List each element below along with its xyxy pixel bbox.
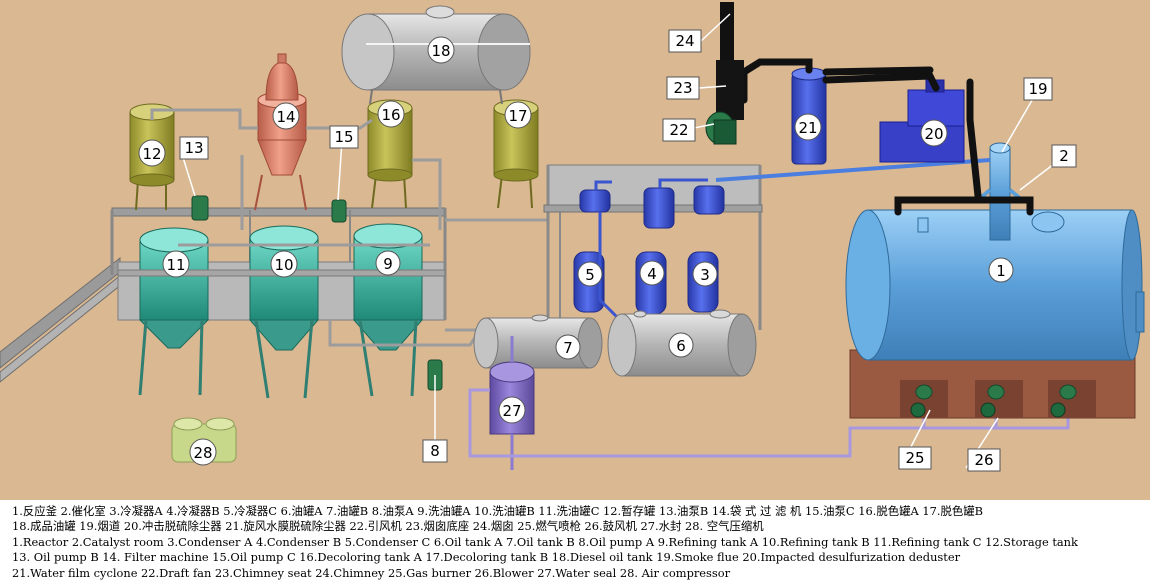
legend-en-line-3: 21.Water film cyclone 22.Draft fan 23.Ch…	[12, 566, 731, 580]
oil-tank-b	[473, 314, 603, 369]
gas-burners	[915, 384, 1077, 400]
badge-14: 14	[276, 108, 295, 126]
badge-circle-21	[794, 113, 822, 141]
badge-8: 8	[430, 442, 440, 460]
badge-24: 24	[675, 32, 694, 50]
catalyst-room	[976, 142, 1024, 241]
badge-26: 26	[974, 451, 993, 469]
legend-cn-line-2: 18.成品油罐 19.烟道 20.冲击脱硫除尘器 21.旋风水膜脱硫除尘器 22…	[12, 519, 764, 533]
badge-10: 10	[274, 256, 293, 274]
chimney	[716, 2, 744, 120]
badge-circle-17	[504, 101, 532, 129]
badge-1: 1	[996, 262, 1006, 280]
badge-6: 6	[676, 337, 686, 355]
badge-28: 28	[193, 444, 212, 462]
badge-13: 13	[184, 139, 203, 157]
badge-16: 16	[381, 106, 400, 124]
number-badges: 1 2 3 4 5 6 7 8 9 10 11 12 13	[138, 29, 1077, 472]
badge-circle-1	[988, 257, 1014, 283]
condenser-pipes	[594, 178, 708, 322]
badge-22: 22	[669, 121, 688, 139]
legend-en-line-2: 13. Oil pump B 14. Filter machine 15.Oil…	[12, 550, 961, 564]
badge-circle-20	[920, 119, 948, 147]
badge-circle-5	[577, 261, 603, 287]
blowers	[910, 402, 1066, 418]
refining-tank-a	[352, 223, 424, 397]
badge-box-15	[329, 125, 359, 149]
badge-box-19	[1023, 77, 1053, 101]
badge-circle-27	[498, 396, 526, 424]
badge-5: 5	[585, 266, 595, 284]
badge-17: 17	[508, 107, 527, 125]
badge-circle-11	[162, 250, 190, 278]
storage-tank	[129, 103, 175, 211]
badge-box-22	[662, 118, 696, 142]
badge-box-8	[422, 439, 448, 463]
badge-11: 11	[166, 256, 185, 274]
badge-circle-9	[375, 250, 401, 276]
badge-box-24	[668, 29, 702, 53]
badge-circle-16	[377, 100, 405, 128]
badge-circle-4	[639, 260, 665, 286]
badge-box-26	[967, 448, 1001, 472]
badge-circle-28	[189, 438, 217, 466]
badge-15: 15	[334, 128, 353, 146]
badge-circle-12	[138, 139, 166, 167]
badge-19: 19	[1028, 80, 1047, 98]
badge-circle-7	[555, 334, 581, 360]
smoke-flue	[894, 78, 1034, 216]
badge-7: 7	[563, 339, 573, 357]
badge-23: 23	[673, 79, 692, 97]
legend: 1.反应釜 2.催化室 3.冷凝器A 4.冷凝器B 5.冷凝器C 6.油罐A 7…	[0, 500, 1150, 582]
badge-27: 27	[502, 402, 521, 420]
badge-circle-18	[427, 36, 455, 64]
badge-circle-14	[272, 102, 300, 130]
badge-25: 25	[905, 449, 924, 467]
draft-fan	[705, 111, 737, 145]
vapour-pipe	[715, 158, 991, 182]
legend-en-line-1: 1.Reactor 2.Catalyst room 3.Condenser A …	[12, 535, 1078, 549]
plant-scene: 1 2 3 4 5 6 7 8 9 10 11 12 13	[0, 0, 1150, 500]
diesel-oil-tank	[341, 5, 531, 105]
badge-box-25	[898, 446, 932, 470]
badge-20: 20	[924, 125, 943, 143]
filter-machine	[254, 53, 307, 211]
badge-2: 2	[1059, 147, 1069, 165]
badge-9: 9	[383, 255, 393, 273]
badge-box-2	[1051, 144, 1077, 168]
badge-3: 3	[700, 266, 710, 284]
oil-pump-c	[331, 199, 347, 223]
badge-21: 21	[798, 119, 817, 137]
badge-4: 4	[647, 265, 657, 283]
legend-cn-line-1: 1.反应釜 2.催化室 3.冷凝器A 4.冷凝器B 5.冷凝器C 6.油罐A 7…	[12, 504, 984, 518]
badge-12: 12	[142, 145, 161, 163]
oil-pump-b	[191, 195, 209, 221]
badge-circle-6	[668, 332, 694, 358]
badge-circle-10	[270, 250, 298, 278]
badge-box-13	[179, 136, 209, 160]
badge-box-23	[666, 76, 700, 100]
badge-circle-3	[692, 261, 718, 287]
badge-18: 18	[431, 42, 450, 60]
